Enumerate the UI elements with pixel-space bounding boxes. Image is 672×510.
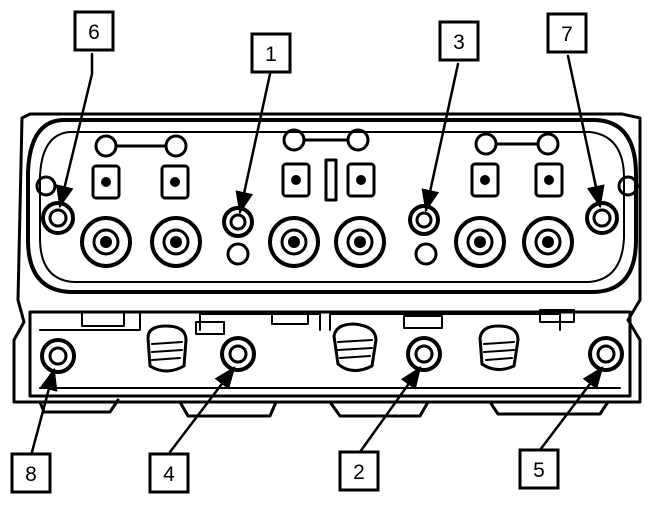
bolt-hole-2	[406, 336, 442, 372]
leader-7	[566, 54, 605, 209]
callout-1: 1	[250, 32, 292, 74]
bolt-hole-7	[585, 201, 619, 235]
leader-5	[538, 366, 604, 452]
leader-3	[421, 62, 460, 213]
leader-6	[56, 52, 94, 209]
leader-2	[358, 366, 422, 454]
leader-4	[168, 366, 236, 454]
bolt-hole-5	[588, 336, 624, 372]
callout-2: 2	[338, 450, 380, 492]
bolt-hole-6	[41, 201, 75, 235]
callout-7: 7	[546, 12, 588, 54]
leader-1	[235, 72, 272, 215]
callout-5: 5	[518, 448, 560, 490]
callout-8: 8	[10, 452, 52, 494]
bolt-hole-1	[222, 206, 254, 238]
callout-6: 6	[73, 10, 115, 52]
bolt-hole-8	[40, 338, 76, 374]
callout-label: 7	[561, 23, 573, 46]
callout-4: 4	[148, 452, 190, 494]
callout-label: 2	[353, 461, 365, 484]
bolt-hole-4	[220, 336, 256, 372]
callout-label: 6	[88, 21, 100, 44]
callout-label: 8	[25, 463, 37, 486]
callout-label: 3	[453, 31, 465, 54]
leader-8	[30, 367, 58, 454]
callout-label: 1	[265, 43, 277, 66]
callout-label: 4	[163, 463, 175, 486]
bolt-hole-3	[408, 204, 440, 236]
cylinder-head	[12, 112, 642, 418]
callout-3: 3	[438, 20, 480, 62]
callout-label: 5	[533, 459, 545, 482]
